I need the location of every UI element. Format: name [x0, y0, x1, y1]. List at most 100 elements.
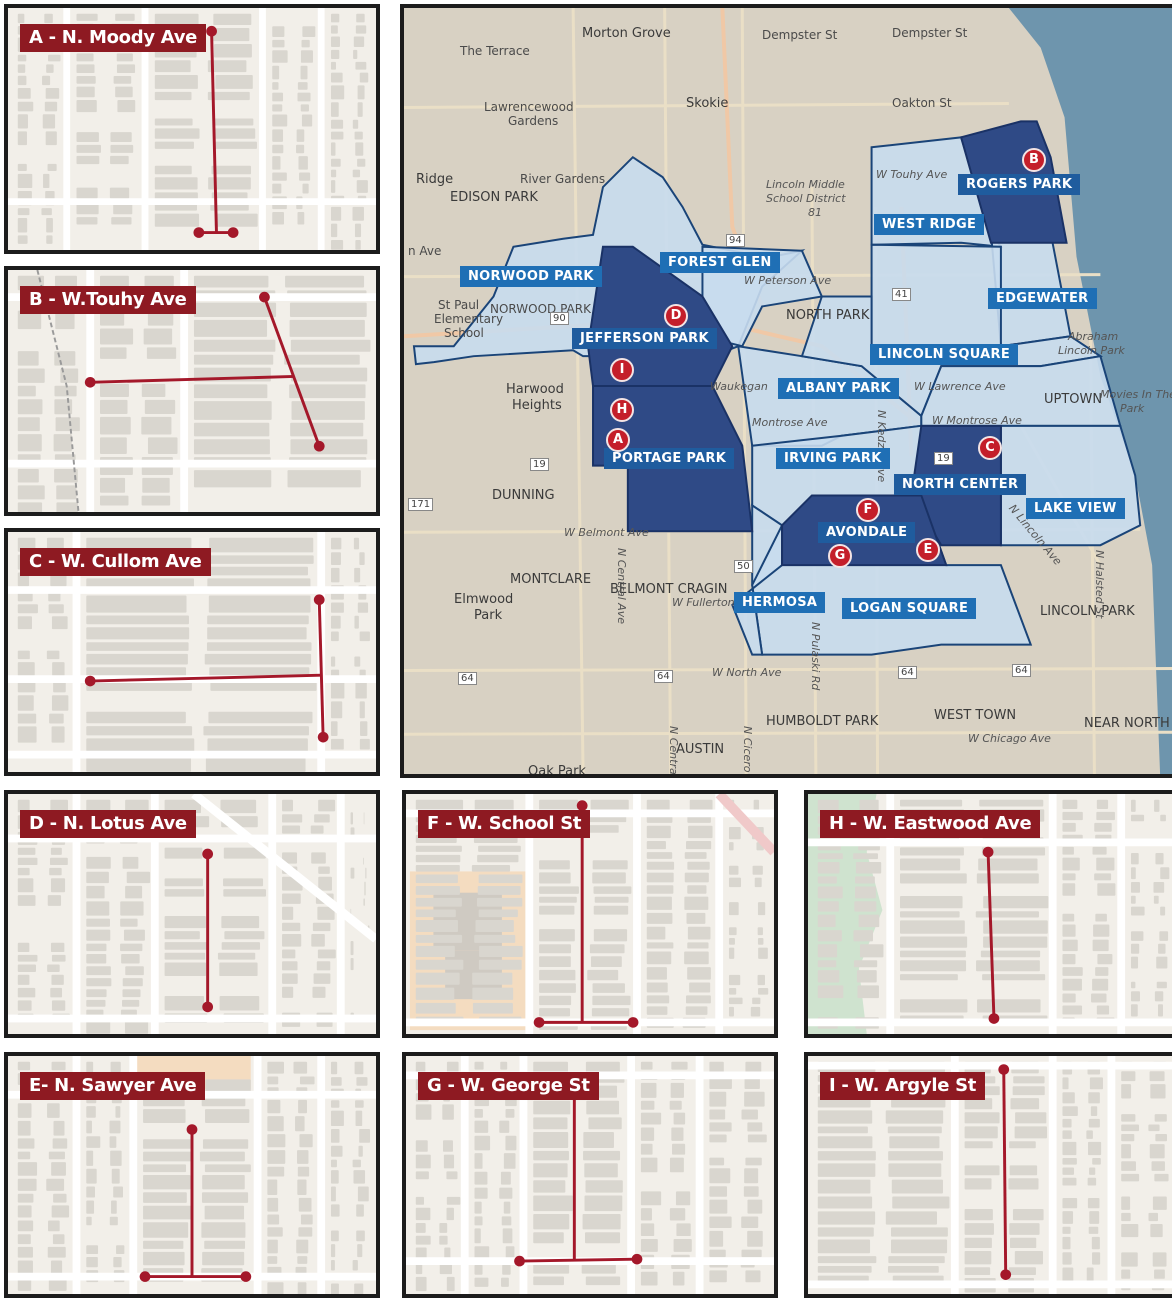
neighborhood-label-west-ridge: WEST RIDGE: [874, 214, 985, 235]
route-shield: 50: [734, 560, 753, 573]
inset-c-label: C - W. Cullom Ave: [20, 548, 211, 576]
neighborhood-label-avondale: AVONDALE: [818, 522, 916, 543]
inset-e-endpoint: [240, 1271, 252, 1282]
inset-h-endpoint: [988, 1013, 1000, 1024]
place-label: W North Ave: [712, 666, 782, 679]
place-label: W Fullerton: [672, 596, 735, 609]
place-label: Oak Park: [528, 764, 586, 778]
place-label: Gardens: [508, 114, 559, 128]
inset-f-endpoint: [533, 1017, 545, 1028]
inset-e-endpoint: [186, 1124, 198, 1135]
inset-g-label: G - W. George St: [418, 1072, 599, 1100]
inset-a-route-line: [210, 31, 218, 233]
place-label: School District: [766, 192, 846, 205]
inset-g-endpoint: [514, 1255, 525, 1267]
neighborhood-label-lincoln-square: LINCOLN SQUARE: [870, 344, 1019, 365]
inset-a-endpoint: [193, 227, 205, 238]
place-label: W Touhy Ave: [876, 168, 948, 181]
place-label: W Belmont Ave: [564, 526, 649, 539]
route-shield: 171: [408, 498, 434, 511]
neighborhood-label-albany-park: ALBANY PARK: [778, 378, 899, 399]
inset-c-endpoint: [313, 594, 325, 606]
inset-i-blocks: [817, 1061, 1169, 1293]
place-label: UPTOWN: [1044, 392, 1103, 407]
inset-a-highlight: [193, 25, 239, 238]
inset-map-a-canvas: [8, 8, 376, 250]
inset-b-route-cross: [90, 375, 294, 384]
inset-e-blocks: [17, 1061, 371, 1294]
overview-map: Morton Grove Dempster St Dempster St The…: [400, 4, 1172, 778]
inset-map-f: F - W. School St: [402, 790, 778, 1038]
route-shield: 90: [550, 312, 569, 325]
place-label: MONTCLARE: [510, 572, 592, 587]
inset-map-h: H - W. Eastwood Ave: [804, 790, 1172, 1038]
neighborhood-label-portage-park: PORTAGE PARK: [604, 448, 735, 469]
inset-g-route-cross: [519, 1257, 638, 1263]
location-pin-g[interactable]: G: [828, 544, 852, 568]
place-label: Montrose Ave: [752, 416, 828, 429]
location-pin-d[interactable]: D: [664, 304, 688, 328]
place-label: Harwood: [506, 382, 564, 397]
route-shield: 64: [458, 672, 477, 685]
place-label: The Terrace: [460, 44, 530, 58]
place-label: W Peterson Ave: [744, 274, 832, 287]
lake-michigan: [1008, 8, 1172, 774]
place-label: W Chicago Ave: [968, 732, 1051, 745]
inset-map-b: B - W.Touhy Ave: [4, 266, 380, 516]
location-pin-c[interactable]: C: [978, 436, 1002, 460]
inset-h-endpoint: [982, 846, 994, 858]
neighborhood-label-forest-glen: FOREST GLEN: [660, 252, 780, 273]
place-label: Dempster St: [762, 28, 838, 42]
inset-d-diagonal-road: [191, 794, 376, 943]
place-label: Park: [474, 608, 503, 623]
street-label: N Central Ave: [615, 548, 628, 625]
location-pin-i[interactable]: I: [610, 358, 634, 382]
neighborhood-label-edgewater: EDGEWATER: [988, 288, 1097, 309]
inset-h-highlight: [982, 846, 1000, 1024]
inset-i-endpoint: [998, 1064, 1010, 1075]
location-pin-h[interactable]: H: [610, 398, 634, 422]
inset-map-i: I - W. Argyle St: [804, 1052, 1172, 1298]
neighborhood-label-jefferson-park: JEFFERSON PARK: [572, 328, 717, 349]
place-label: BELMONT CRAGIN: [610, 582, 728, 597]
place-label: St Paul: [438, 298, 480, 312]
place-label: Lawrencewood: [484, 100, 574, 114]
inset-a-blocks: [17, 13, 369, 250]
inset-g-highlight: [514, 1094, 643, 1267]
location-pin-b[interactable]: B: [1022, 148, 1046, 172]
inset-i-highlight: [998, 1064, 1012, 1280]
place-label: Abraham: [1068, 330, 1119, 343]
inset-b-highlight: [84, 291, 325, 452]
route-shield: 19: [530, 458, 549, 471]
inset-h-route-line: [986, 852, 996, 1019]
inset-a-endpoint: [206, 25, 217, 37]
place-label: W Lawrence Ave: [914, 380, 1006, 393]
inset-map-b-canvas: [8, 270, 376, 512]
inset-f-endpoint: [627, 1017, 639, 1028]
inset-a-endpoint: [227, 227, 239, 238]
place-label: Dempster St: [892, 26, 968, 40]
inset-a-label: A - N. Moody Ave: [20, 24, 207, 52]
place-label: WEST TOWN: [934, 708, 1017, 723]
location-pin-a[interactable]: A: [606, 428, 630, 452]
inset-map-h-canvas: [808, 794, 1172, 1034]
location-pin-f[interactable]: F: [856, 498, 880, 522]
inset-map-c: C - W. Cullom Ave: [4, 528, 380, 776]
inset-e-endpoint: [139, 1271, 151, 1282]
inset-map-c-canvas: [8, 532, 376, 772]
street-label: N Central Ave: [667, 726, 680, 778]
inset-h-label: H - W. Eastwood Ave: [820, 810, 1041, 838]
route-shield: 64: [1012, 664, 1031, 677]
neighborhood-label-logan-square: LOGAN SQUARE: [842, 598, 977, 619]
location-pin-e[interactable]: E: [916, 538, 940, 562]
place-label: Oakton St: [892, 96, 952, 110]
inset-b-endpoint: [259, 291, 270, 303]
inset-f-label: F - W. School St: [418, 810, 591, 838]
place-label: W Montrose Ave: [932, 414, 1022, 427]
route-shield: 64: [898, 666, 917, 679]
place-label: School: [444, 326, 484, 340]
neighborhood-label-lake-view: LAKE VIEW: [1026, 498, 1125, 519]
inset-c-route-line: [317, 599, 325, 738]
street-label: N Cicero: [741, 726, 754, 773]
place-label: AUSTIN: [676, 742, 725, 757]
